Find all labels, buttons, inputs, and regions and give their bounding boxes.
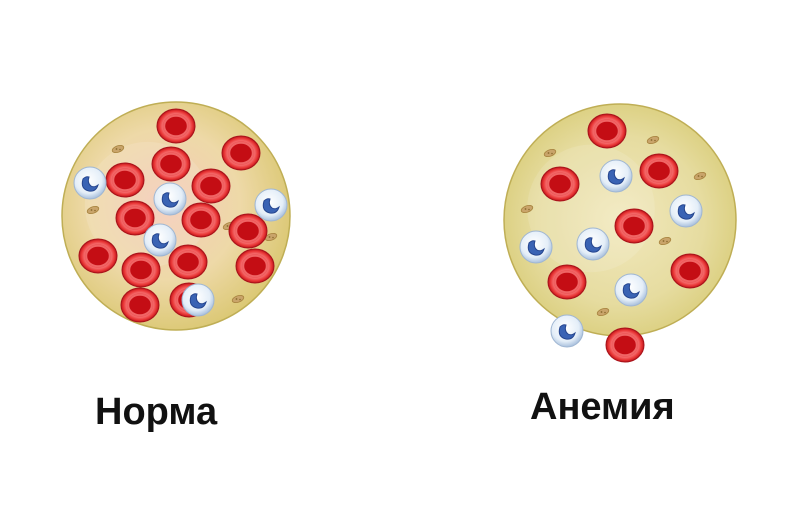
platelet <box>646 135 660 145</box>
white-blood-cell <box>73 166 107 200</box>
platelet <box>520 204 534 214</box>
red-blood-cell <box>540 166 580 202</box>
platelet <box>231 294 245 304</box>
red-blood-cell <box>670 253 710 289</box>
white-blood-cell <box>153 182 187 216</box>
red-blood-cell <box>221 135 261 171</box>
anemia-label: Анемия <box>530 386 675 428</box>
platelet <box>658 236 672 246</box>
platelet <box>111 144 125 154</box>
white-blood-cell <box>143 223 177 257</box>
red-blood-cell <box>181 202 221 238</box>
normal-label: Норма <box>95 391 218 433</box>
red-blood-cell <box>228 213 268 249</box>
red-blood-cell <box>547 264 587 300</box>
red-blood-cell <box>105 162 145 198</box>
red-blood-cell <box>614 208 654 244</box>
red-blood-cell <box>639 153 679 189</box>
white-blood-cell <box>576 227 610 261</box>
red-blood-cell <box>115 200 155 236</box>
red-blood-cell <box>587 113 627 149</box>
white-blood-cell <box>181 283 215 317</box>
white-blood-cell <box>254 188 288 222</box>
red-blood-cell <box>78 238 118 274</box>
red-blood-cell <box>605 327 645 363</box>
white-blood-cell <box>614 273 648 307</box>
platelet <box>543 148 557 158</box>
platelet <box>693 171 707 181</box>
anemia-blood-smear <box>503 103 737 363</box>
red-blood-cell <box>168 244 208 280</box>
platelet <box>86 205 100 215</box>
white-blood-cell <box>550 314 584 348</box>
white-blood-cell <box>519 230 553 264</box>
red-blood-cell <box>120 287 160 323</box>
red-blood-cell <box>156 108 196 144</box>
red-blood-cell <box>151 146 191 182</box>
red-blood-cell <box>191 168 231 204</box>
red-blood-cell <box>235 248 275 284</box>
red-blood-cell <box>121 252 161 288</box>
white-blood-cell <box>599 159 633 193</box>
white-blood-cell <box>669 194 703 228</box>
platelet <box>596 307 610 317</box>
normal-blood-smear <box>61 101 291 331</box>
